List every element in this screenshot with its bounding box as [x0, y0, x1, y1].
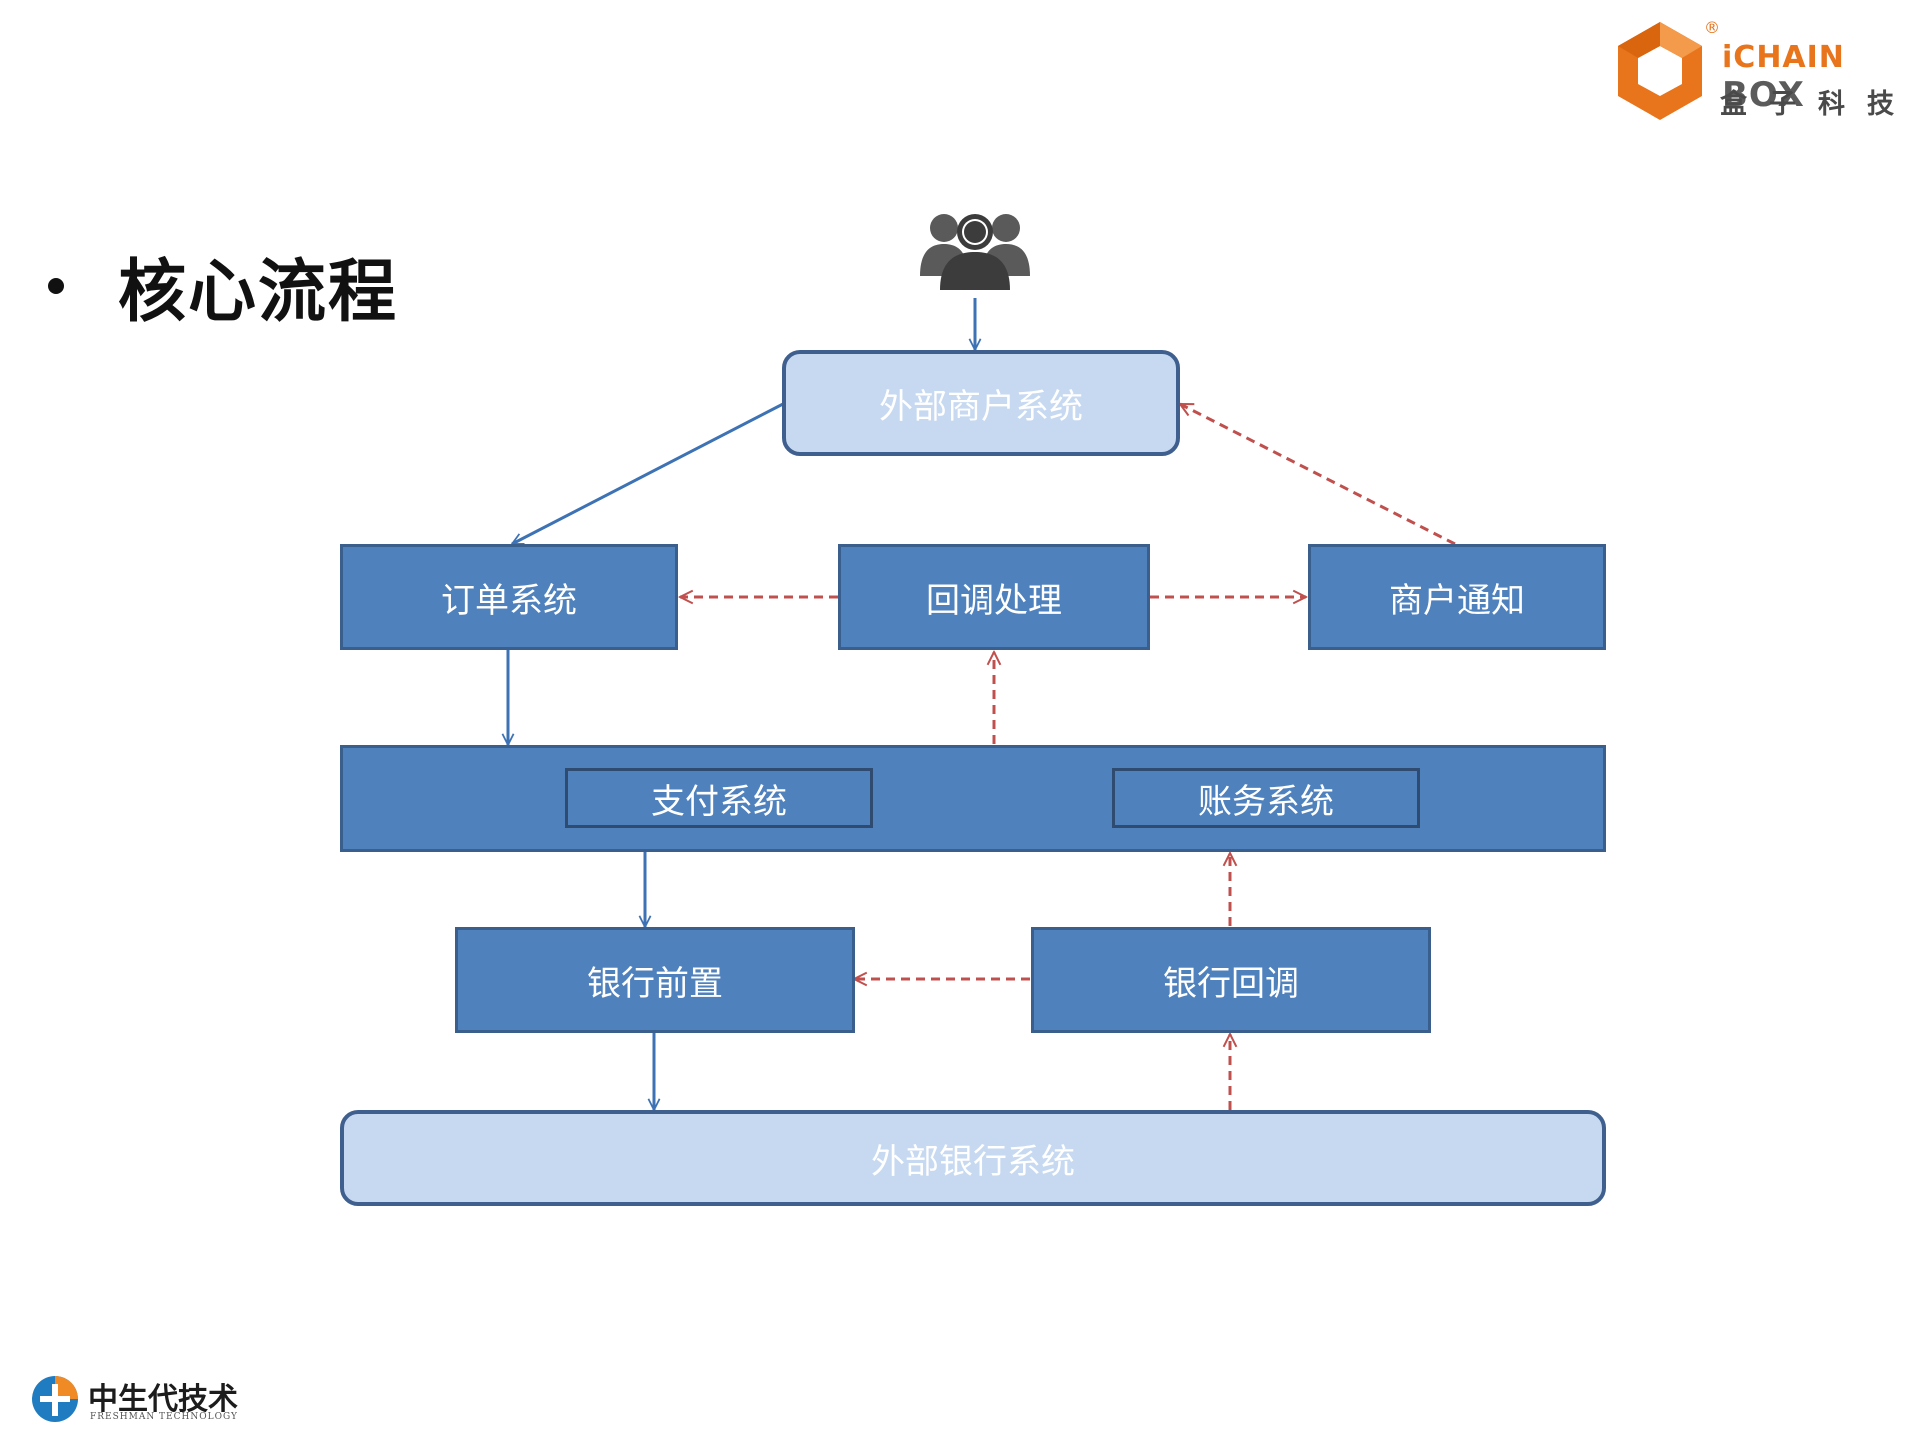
node-payment-system[interactable]: 支付系统: [565, 768, 873, 828]
footer-logo-icon: [32, 1376, 78, 1422]
node-accounting-system[interactable]: 账务系统: [1112, 768, 1420, 828]
footer-logo: 中生代技术 FRESHMAN TECHNOLOGY: [30, 1372, 270, 1432]
node-bank-callback[interactable]: 银行回调: [1031, 927, 1431, 1033]
node-bank-frontend-label: 银行前置: [587, 963, 723, 1004]
slide-title-row: 核心流程: [48, 236, 398, 335]
node-payment-system-label: 支付系统: [651, 781, 787, 822]
brand-cube-icon: [1618, 22, 1702, 120]
node-order-system[interactable]: 订单系统: [340, 544, 678, 650]
bullet-dot: [48, 277, 64, 294]
registered-mark: ®: [1704, 18, 1720, 37]
arrow-merchant-to-order: [512, 402, 784, 546]
node-callback-handling-label: 回调处理: [926, 580, 1062, 621]
node-callback-handling[interactable]: 回调处理: [838, 544, 1150, 650]
node-external-bank-label: 外部银行系统: [871, 1141, 1075, 1182]
node-merchant-system[interactable]: 外部商户系统: [782, 350, 1180, 456]
node-merchant-notify-label: 商户通知: [1389, 580, 1525, 621]
node-external-bank[interactable]: 外部银行系统: [340, 1110, 1606, 1206]
footer-name-en: FRESHMAN TECHNOLOGY: [90, 1412, 238, 1422]
node-bank-frontend[interactable]: 银行前置: [455, 927, 855, 1033]
node-accounting-system-label: 账务系统: [1198, 781, 1334, 822]
node-order-system-label: 订单系统: [441, 580, 577, 621]
footer-name-cn: 中生代技术: [88, 1382, 238, 1417]
node-merchant-system-label: 外部商户系统: [879, 386, 1083, 427]
node-merchant-notify[interactable]: 商户通知: [1308, 544, 1606, 650]
users-icon: [920, 214, 1030, 290]
node-bank-callback-label: 银行回调: [1163, 963, 1299, 1004]
brand-name-cn: 盒子科技: [1720, 89, 1916, 120]
arrow-notify-to-merchant: [1180, 402, 1456, 546]
slide-title: 核心流程: [118, 253, 399, 332]
